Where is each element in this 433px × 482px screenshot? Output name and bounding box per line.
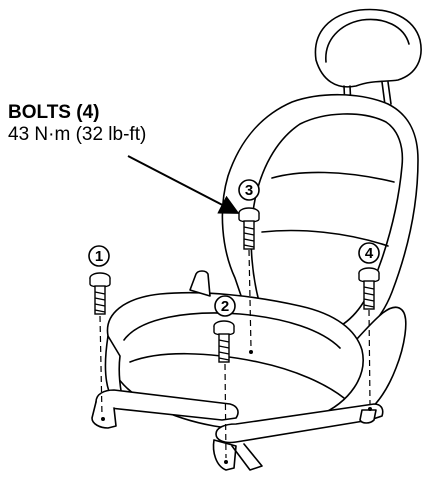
right-rail-foot-front bbox=[212, 439, 237, 471]
bolt-number-4: 4 bbox=[358, 242, 380, 264]
bolt-4 bbox=[358, 267, 380, 310]
recline-lever bbox=[189, 270, 211, 297]
guide-line-4 bbox=[368, 309, 371, 406]
mount-hole-2 bbox=[224, 460, 228, 464]
bolt-number-2-label: 2 bbox=[221, 298, 229, 315]
bolt-number-1: 1 bbox=[88, 245, 110, 267]
guide-line-1 bbox=[99, 315, 103, 417]
bolt-1 bbox=[89, 272, 111, 315]
bolt-number-1-label: 1 bbox=[95, 248, 103, 265]
right-rail-foot-rear bbox=[359, 409, 377, 424]
bolt-number-3-label: 3 bbox=[245, 182, 253, 199]
mount-hole-3 bbox=[249, 350, 253, 354]
headrest bbox=[314, 8, 422, 88]
bolt-3 bbox=[238, 207, 260, 250]
bolt-spec-callout: BOLTS (4) 43 N·m (32 lb-ft) bbox=[8, 102, 146, 146]
bolt-number-2: 2 bbox=[214, 295, 236, 317]
bolts bbox=[89, 207, 380, 363]
bolt-2 bbox=[213, 320, 235, 363]
right-rail bbox=[215, 403, 384, 444]
mount-holes bbox=[101, 350, 372, 464]
bolt-number-markers: 1 2 3 4 bbox=[88, 179, 380, 317]
guide-lines bbox=[99, 249, 371, 459]
headrest-post-right bbox=[381, 81, 392, 106]
seat-illustration bbox=[91, 8, 422, 471]
torque-spec: 43 N·m (32 lb-ft) bbox=[8, 124, 147, 145]
callout-leader-arrow bbox=[127, 155, 240, 214]
bolt-number-4-label: 4 bbox=[365, 245, 374, 262]
left-rail-bracket bbox=[91, 401, 117, 429]
guide-line-3 bbox=[248, 249, 252, 349]
mount-hole-1 bbox=[101, 417, 105, 421]
mount-hole-4 bbox=[368, 407, 372, 411]
bolt-number-3: 3 bbox=[238, 179, 260, 201]
guide-line-2 bbox=[224, 363, 227, 459]
callout-title: BOLTS (4) bbox=[8, 102, 100, 123]
